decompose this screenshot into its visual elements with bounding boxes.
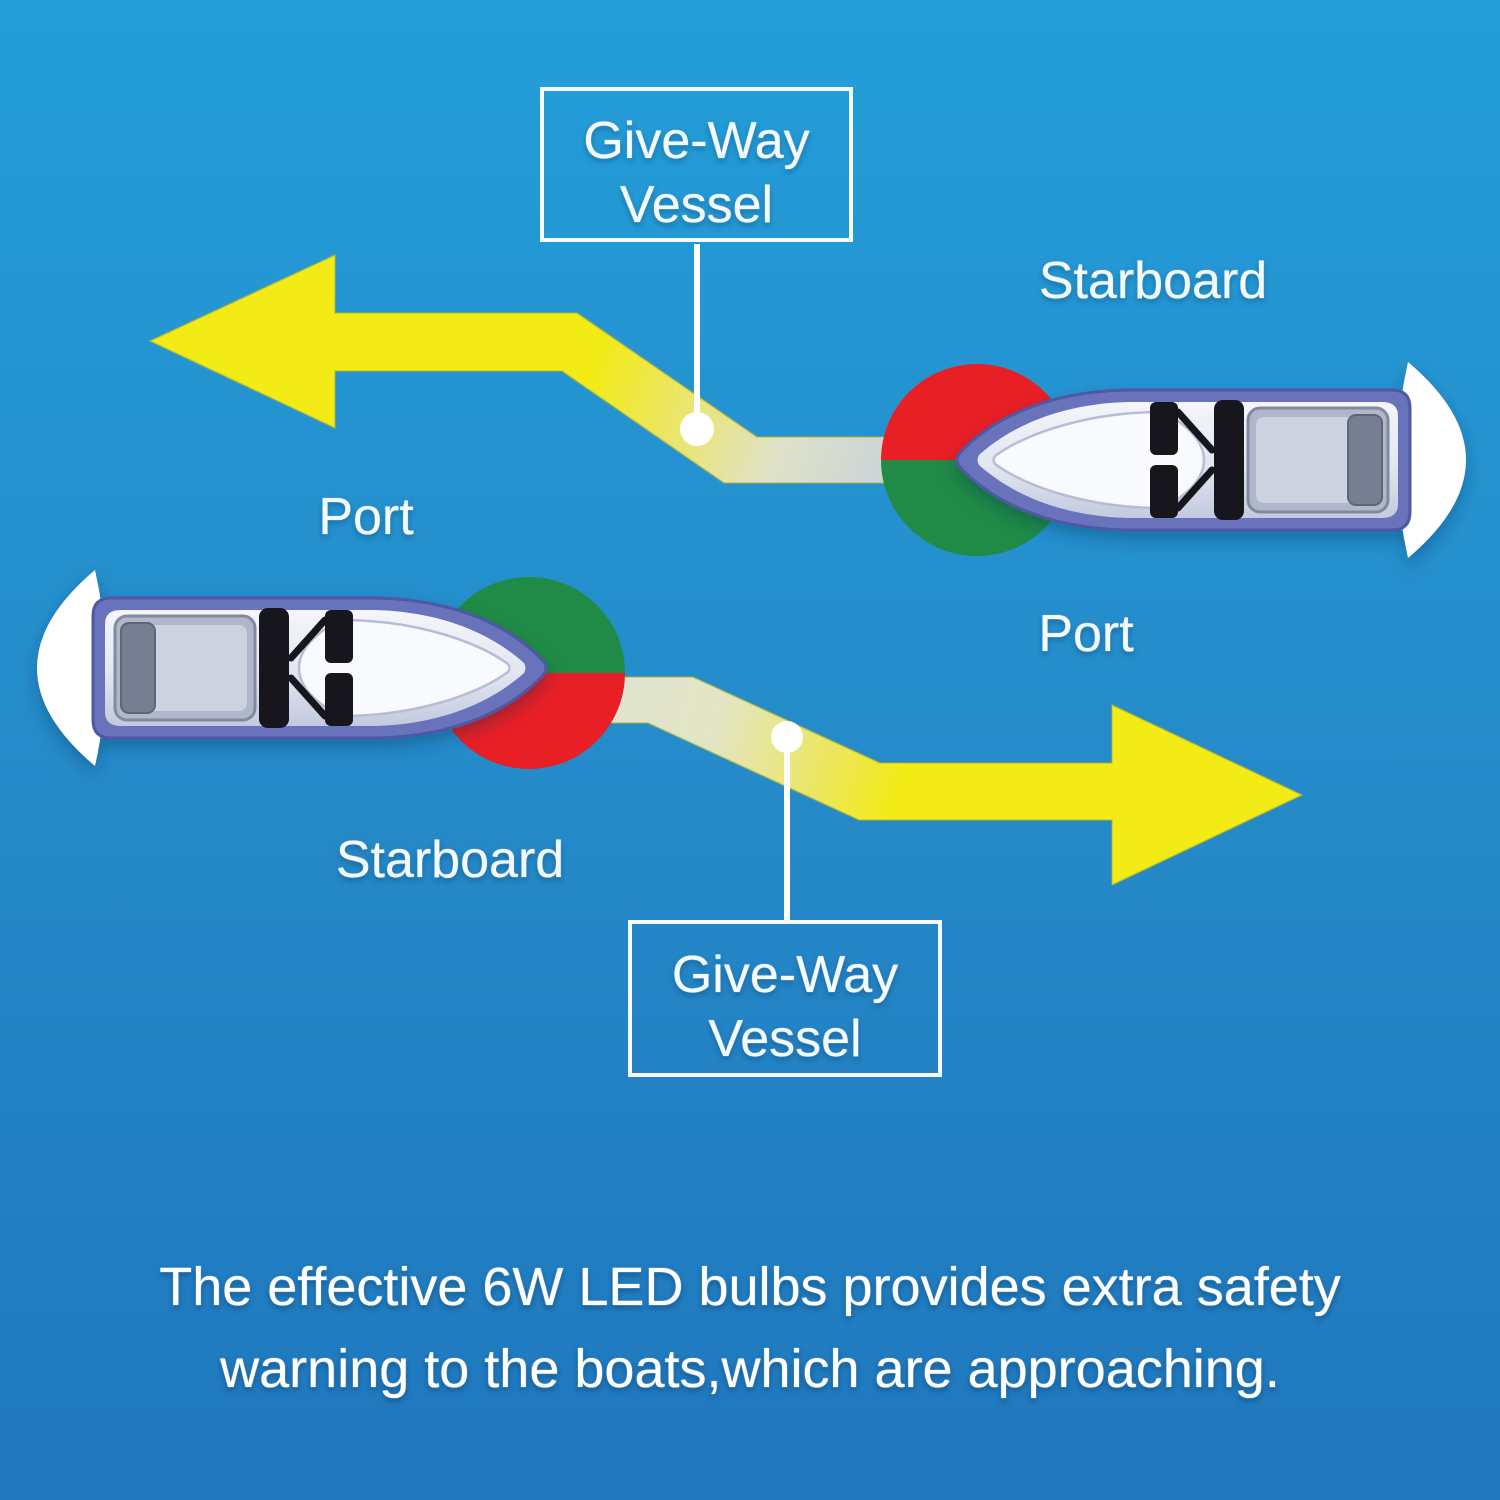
- label-starboard-bottom-left: Starboard: [335, 831, 565, 889]
- callout-line: Give-Way: [583, 112, 810, 170]
- product-caption: The effective 6W LED bulbs provides extr…: [0, 1246, 1500, 1410]
- bottom-course-arrow: [594, 676, 1303, 886]
- give-way-vessel-callout-bottom: Give-Way Vessel: [628, 920, 942, 1077]
- callout-line: Vessel: [708, 1010, 862, 1068]
- bottom-callout-connector-dot: [771, 721, 803, 753]
- callout-line: Give-Way: [671, 946, 899, 1004]
- callout-line: Vessel: [619, 176, 774, 234]
- label-port-right: Port: [1038, 605, 1134, 663]
- give-way-vessel-callout-top: Give-Way Vessel: [540, 87, 853, 242]
- label-starboard-top-right: Starboard: [1038, 252, 1268, 310]
- top-course-arrow: [149, 254, 941, 484]
- label-port-left: Port: [318, 488, 414, 546]
- top-callout-connector-dot: [680, 412, 714, 446]
- caption-line-2: warning to the boats,which are approachi…: [220, 1339, 1280, 1399]
- caption-line-1: The effective 6W LED bulbs provides extr…: [159, 1257, 1341, 1317]
